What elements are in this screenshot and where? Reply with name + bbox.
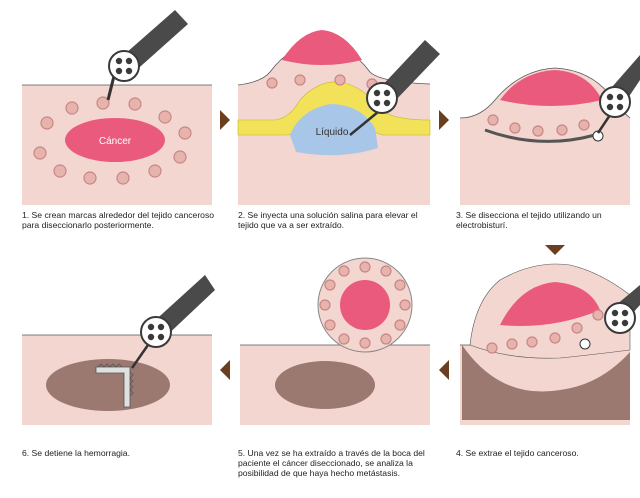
- arrow-left-icon: [439, 360, 449, 380]
- arrow-left-icon: [220, 360, 230, 380]
- step-5-caption: 5. Una vez se ha extraído a través de la…: [238, 448, 428, 479]
- step-4-caption: 4. Se extrae el tejido canceroso.: [456, 448, 638, 458]
- panel-3-illustration: [460, 55, 640, 205]
- cancer-label: Cáncer: [99, 136, 132, 147]
- panel-5-illustration: [240, 258, 430, 425]
- panel-1-illustration: Cáncer: [22, 10, 212, 205]
- panel-6-illustration: [22, 275, 215, 425]
- panel-2-illustration: Líquido: [238, 30, 440, 205]
- step-1-caption: 1. Se crean marcas alrededor del tejido …: [22, 210, 222, 230]
- arrow-right-icon: [220, 110, 230, 130]
- panel-4-illustration: [460, 264, 640, 425]
- step-6-caption: 6. Se detiene la hemorragia.: [22, 448, 222, 458]
- liquid-label: Líquido: [316, 127, 349, 138]
- step-2-caption: 2. Se inyecta una solución salina para e…: [238, 210, 438, 230]
- arrow-down-icon: [545, 245, 565, 255]
- step-3-caption: 3. Se disecciona el tejido utilizando un…: [456, 210, 638, 230]
- arrow-right-icon: [439, 110, 449, 130]
